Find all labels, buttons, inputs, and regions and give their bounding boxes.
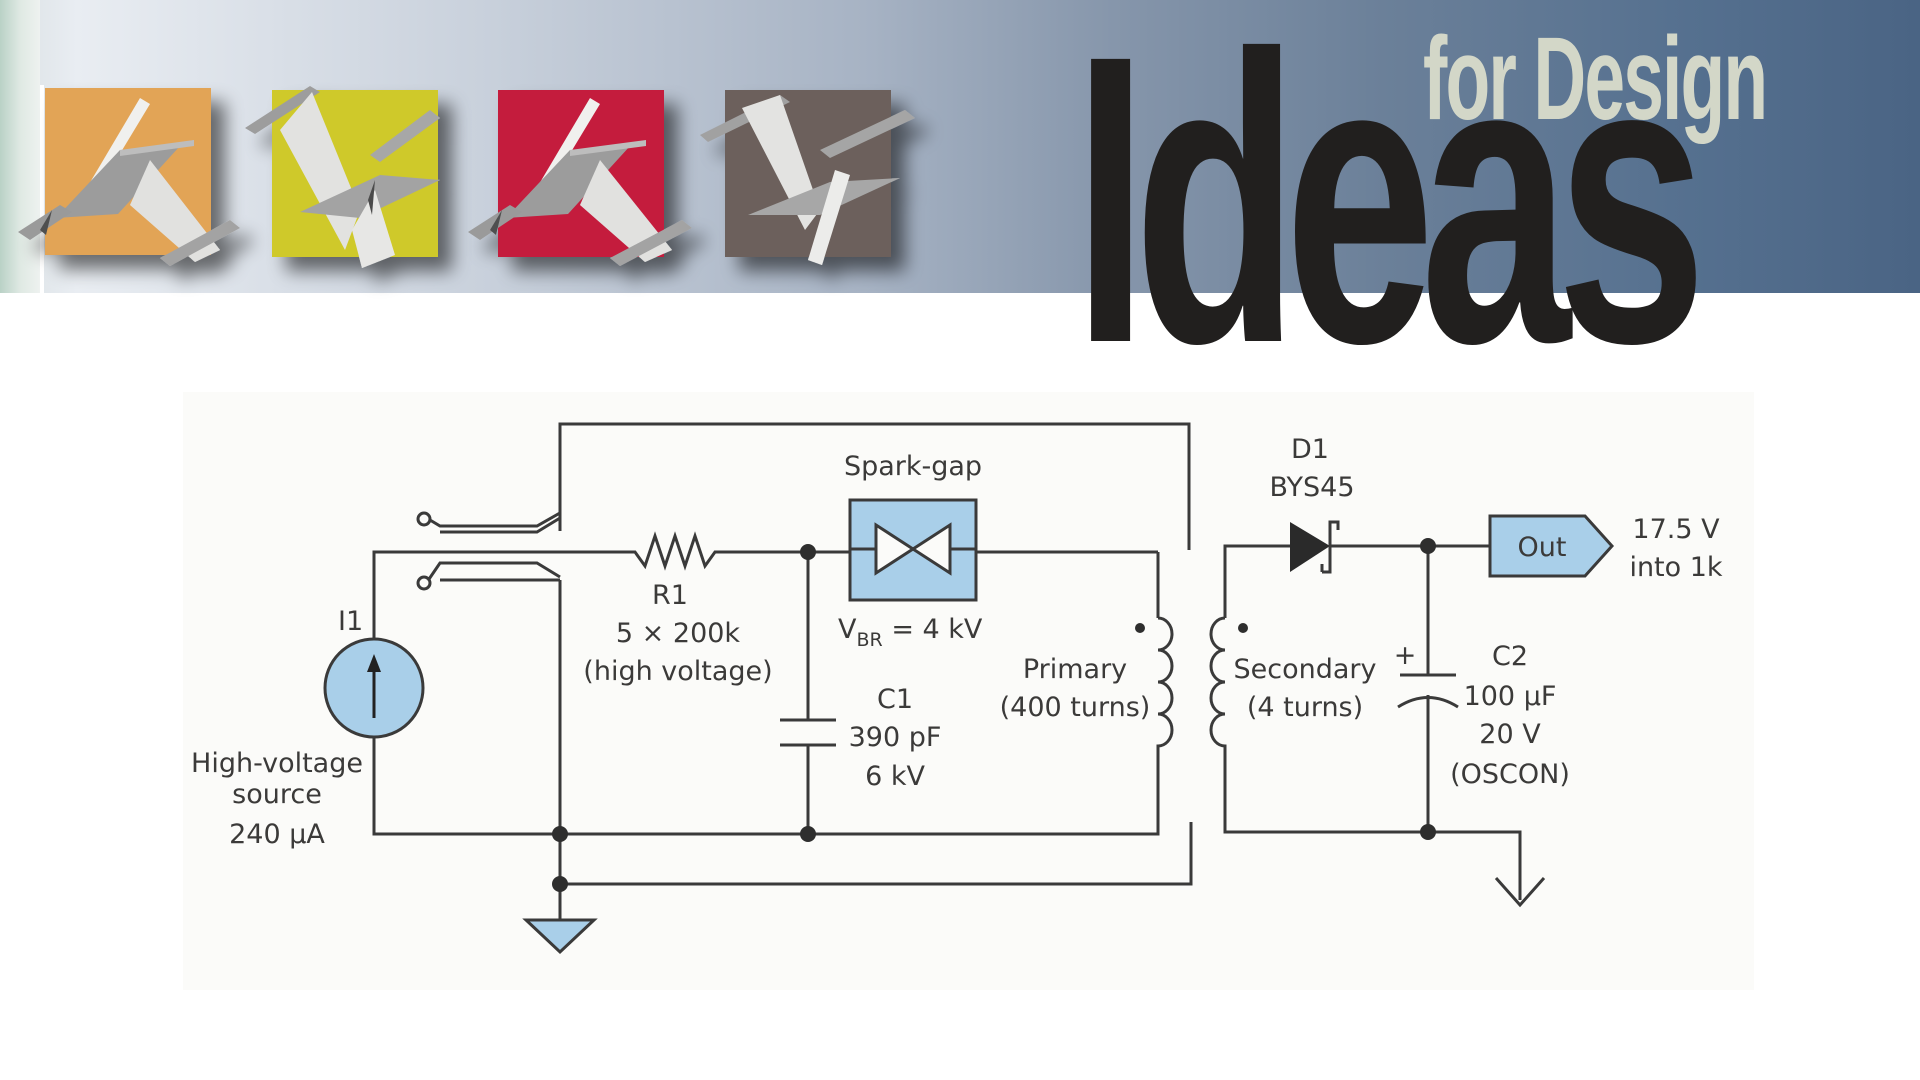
d1-part-label: BYS45 [1269,472,1354,503]
secondary-coil-icon [1209,616,1227,752]
masthead-for-design: for Design [1423,13,1768,145]
header-edge-strip [0,0,40,293]
switch-contact-upper [424,510,562,531]
c1-rating: 6 kV [865,761,925,792]
brown-tile-icon [700,90,915,265]
c2-ref-label: C2 [1492,641,1528,672]
switch-terminal-lower [416,575,432,591]
secondary-turns: (4 turns) [1247,692,1363,723]
c1-ref-label: C1 [877,684,913,715]
out-voltage: 17.5 V [1632,514,1720,545]
r1-value: 5 × 200k [616,618,741,649]
out-port-label: Out [1518,532,1567,563]
d1-ref-label: D1 [1291,434,1329,465]
junction-dots [552,538,1436,892]
current-source-i1-icon [323,637,425,739]
secondary-label: Secondary [1234,654,1377,685]
schematic-panel: I1 High-voltage source 240 µA R1 5 × 200… [183,392,1754,990]
wire-top-loop [558,422,1191,550]
primary-coil-icon [1156,616,1174,752]
r1-note: (high voltage) [583,656,772,687]
resistor-r1-icon [625,531,808,571]
header-divider-line [40,85,44,293]
wire-source-top [372,550,625,640]
r1-ref-label: R1 [652,580,688,611]
spark-gap-vbr-label: VBR = 4 kV [838,614,983,651]
orange-tile-icon [18,88,240,266]
spark-gap-title: Spark-gap [844,451,982,482]
output-port-icon [1488,514,1615,578]
primary-label: Primary [1023,654,1127,685]
c1-value: 390 pF [849,722,942,753]
wire-bottom-core [558,822,1193,886]
i1-desc-line1: High-voltage [191,748,363,779]
i1-desc-line2: source [232,779,322,810]
i1-ref-label: I1 [338,606,363,637]
yellow-tile-icon [245,86,440,268]
i1-value: 240 µA [229,819,325,850]
switch-contact-lower-blade [423,561,561,586]
spark-gap-icon [848,498,978,602]
ground-icon [522,918,598,955]
out-load: into 1k [1629,552,1722,583]
primary-turns: (400 turns) [1000,692,1151,723]
c2-rating: 20 V [1479,719,1541,750]
banner-artwork [18,86,915,268]
red-tile-icon [468,90,692,266]
masthead-title: Ideas for Design [1073,0,1893,404]
c2-polarity: + [1394,640,1417,671]
circuit-schematic: I1 High-voltage source 240 µA R1 5 × 200… [191,422,1723,955]
output-ground-icon [1494,877,1546,908]
c2-value: 100 µF [1464,681,1557,712]
masthead-ideas: Ideas [1073,0,1707,428]
c2-type: (OSCON) [1450,759,1570,790]
diode-d1-icon [1290,520,1340,574]
switch-terminal-upper [416,511,432,527]
switch-blade-upper [440,516,561,534]
